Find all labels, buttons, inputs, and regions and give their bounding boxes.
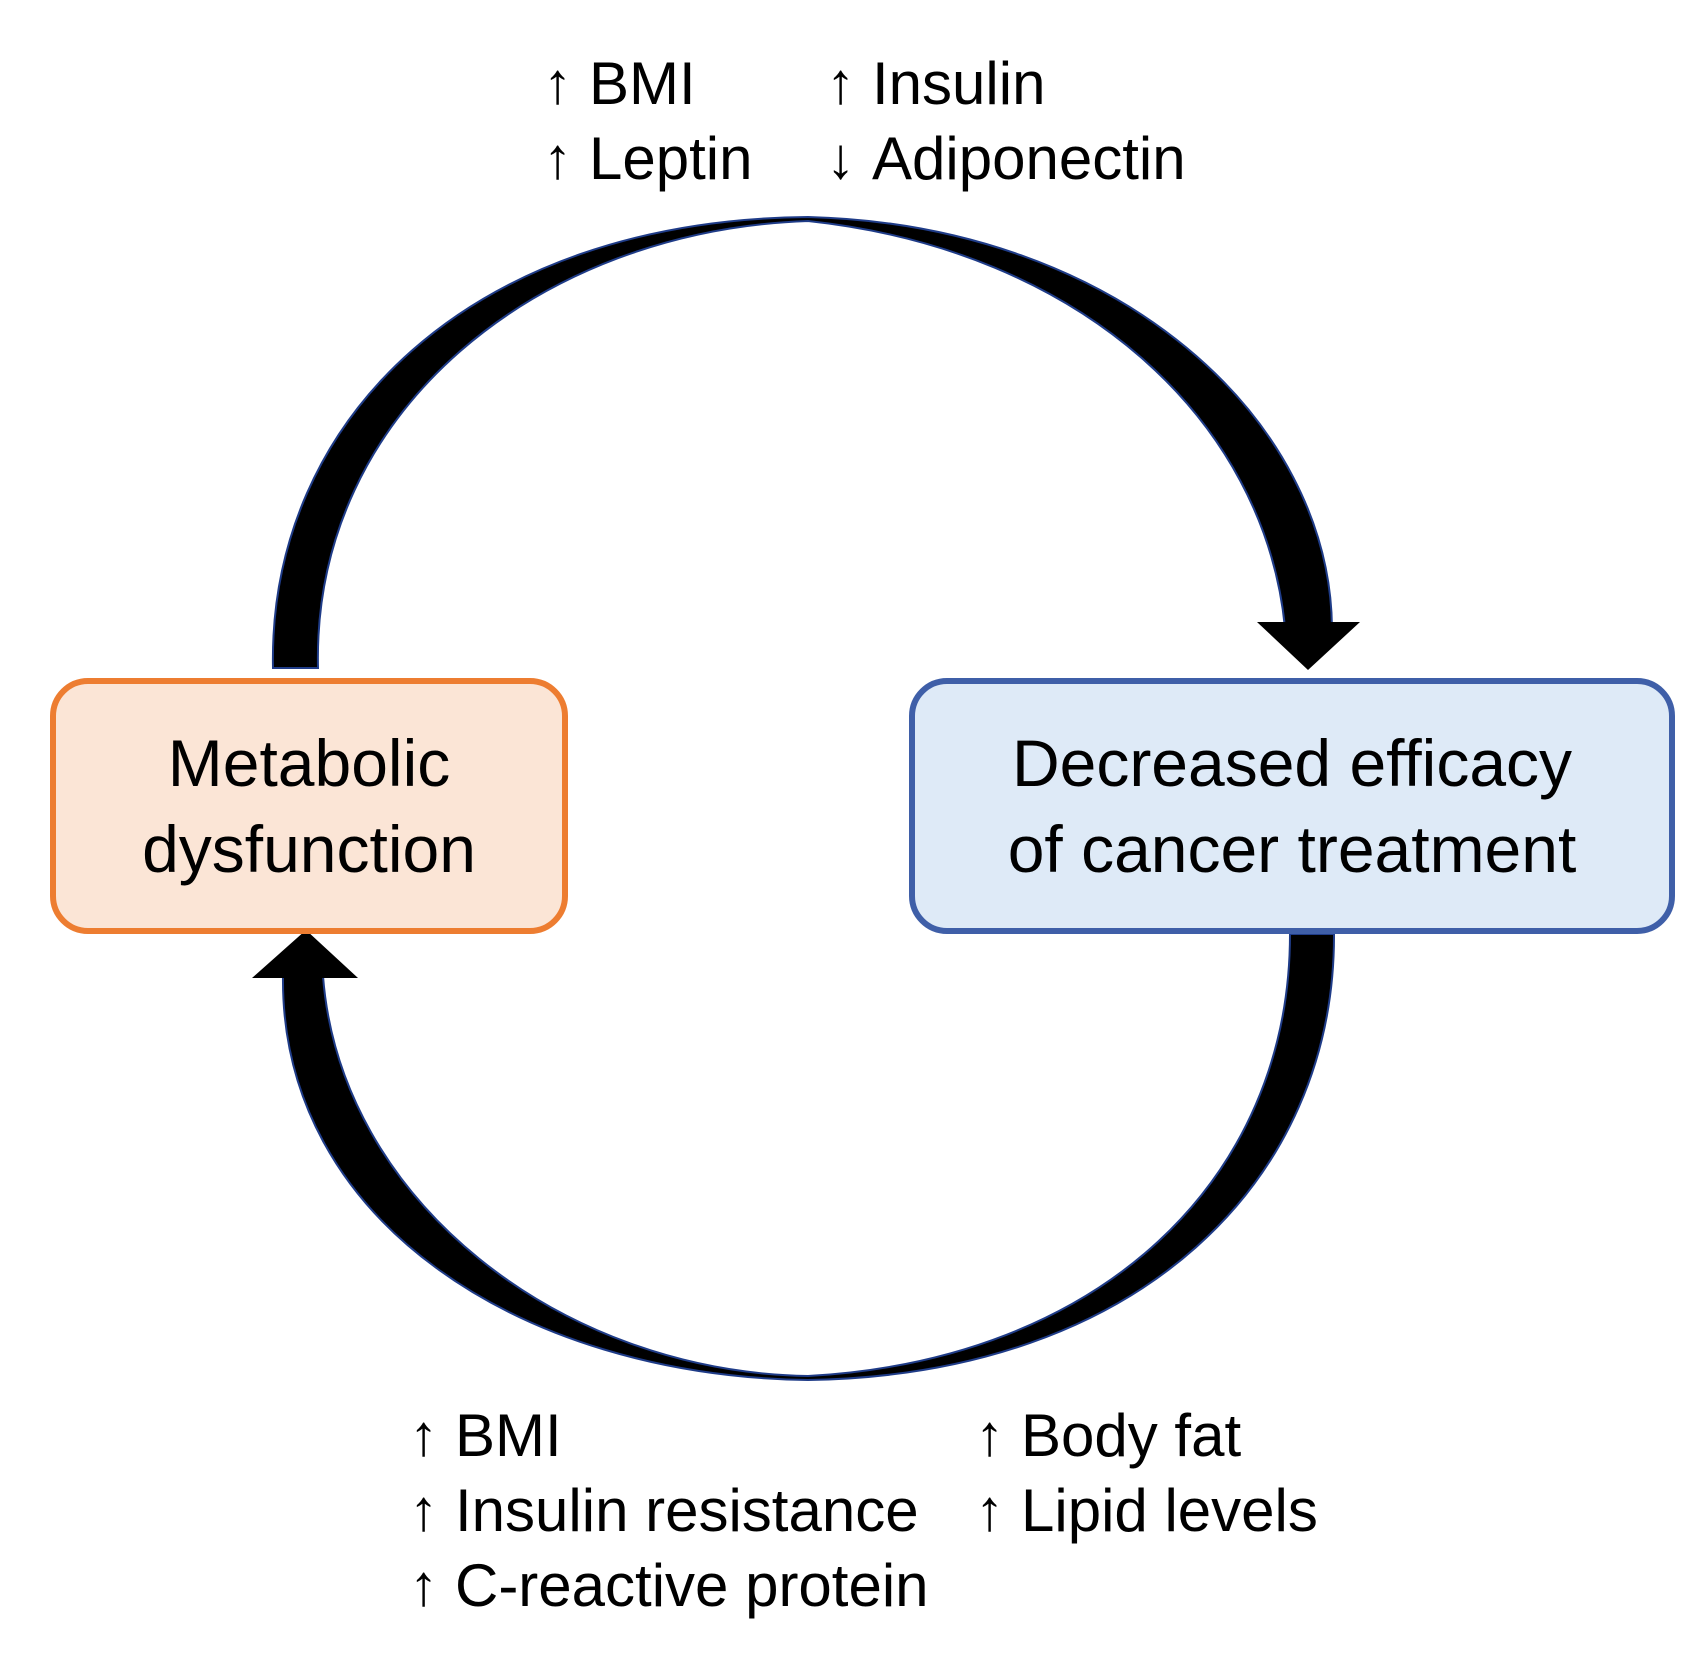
- bottom-arc-arrow: [281, 933, 1336, 1382]
- factor-item: ↑ Leptin: [543, 121, 752, 196]
- factor-label: Insulin: [872, 50, 1046, 117]
- top-factors-column-1: ↑ BMI ↑ Leptin: [543, 46, 752, 196]
- factor-item: ↑ Insulin resistance: [409, 1473, 929, 1548]
- factor-item: ↑ BMI: [409, 1398, 929, 1473]
- factor-item: ↑ BMI: [543, 46, 752, 121]
- up-arrow-icon: ↑: [409, 1553, 438, 1618]
- factor-label: Insulin resistance: [455, 1477, 919, 1544]
- top-arc-arrow: [271, 215, 1334, 669]
- factor-item: ↓ Adiponectin: [826, 121, 1186, 196]
- factor-item: ↑ Body fat: [975, 1398, 1318, 1473]
- bottom-factors-column-1: ↑ BMI ↑ Insulin resistance ↑ C-reactive …: [409, 1398, 929, 1623]
- factor-item: ↑ Lipid levels: [975, 1473, 1318, 1548]
- up-arrow-icon: ↑: [409, 1403, 438, 1468]
- down-arrow-icon: ↓: [826, 126, 855, 191]
- factor-label: Lipid levels: [1021, 1477, 1318, 1544]
- top-arrowhead: [1257, 622, 1360, 670]
- node-label-line: Metabolic: [167, 726, 451, 800]
- node-label-line: Decreased efficacy: [1011, 726, 1573, 800]
- factor-label: BMI: [589, 50, 696, 117]
- node-decreased-efficacy: Decreased efficacy of cancer treatment: [909, 678, 1675, 934]
- factor-label: C-reactive protein: [455, 1552, 929, 1619]
- up-arrow-icon: ↑: [975, 1478, 1004, 1543]
- factor-item: ↑ C-reactive protein: [409, 1548, 929, 1623]
- bottom-arrowhead: [252, 930, 358, 978]
- up-arrow-icon: ↑: [543, 51, 572, 116]
- factor-item: ↑ Insulin: [826, 46, 1186, 121]
- top-factors-column-2: ↑ Insulin ↓ Adiponectin: [826, 46, 1186, 196]
- factor-label: Body fat: [1021, 1402, 1242, 1469]
- node-label-line: dysfunction: [142, 812, 476, 886]
- up-arrow-icon: ↑: [975, 1403, 1004, 1468]
- up-arrow-icon: ↑: [826, 51, 855, 116]
- bottom-factors-column-2: ↑ Body fat ↑ Lipid levels: [975, 1398, 1318, 1548]
- up-arrow-icon: ↑: [543, 126, 572, 191]
- factor-label: Adiponectin: [872, 125, 1186, 192]
- up-arrow-icon: ↑: [409, 1478, 438, 1543]
- factor-label: Leptin: [589, 125, 753, 192]
- node-label-line: of cancer treatment: [1007, 812, 1577, 886]
- node-metabolic-dysfunction: Metabolic dysfunction: [50, 678, 568, 934]
- factor-label: BMI: [455, 1402, 562, 1469]
